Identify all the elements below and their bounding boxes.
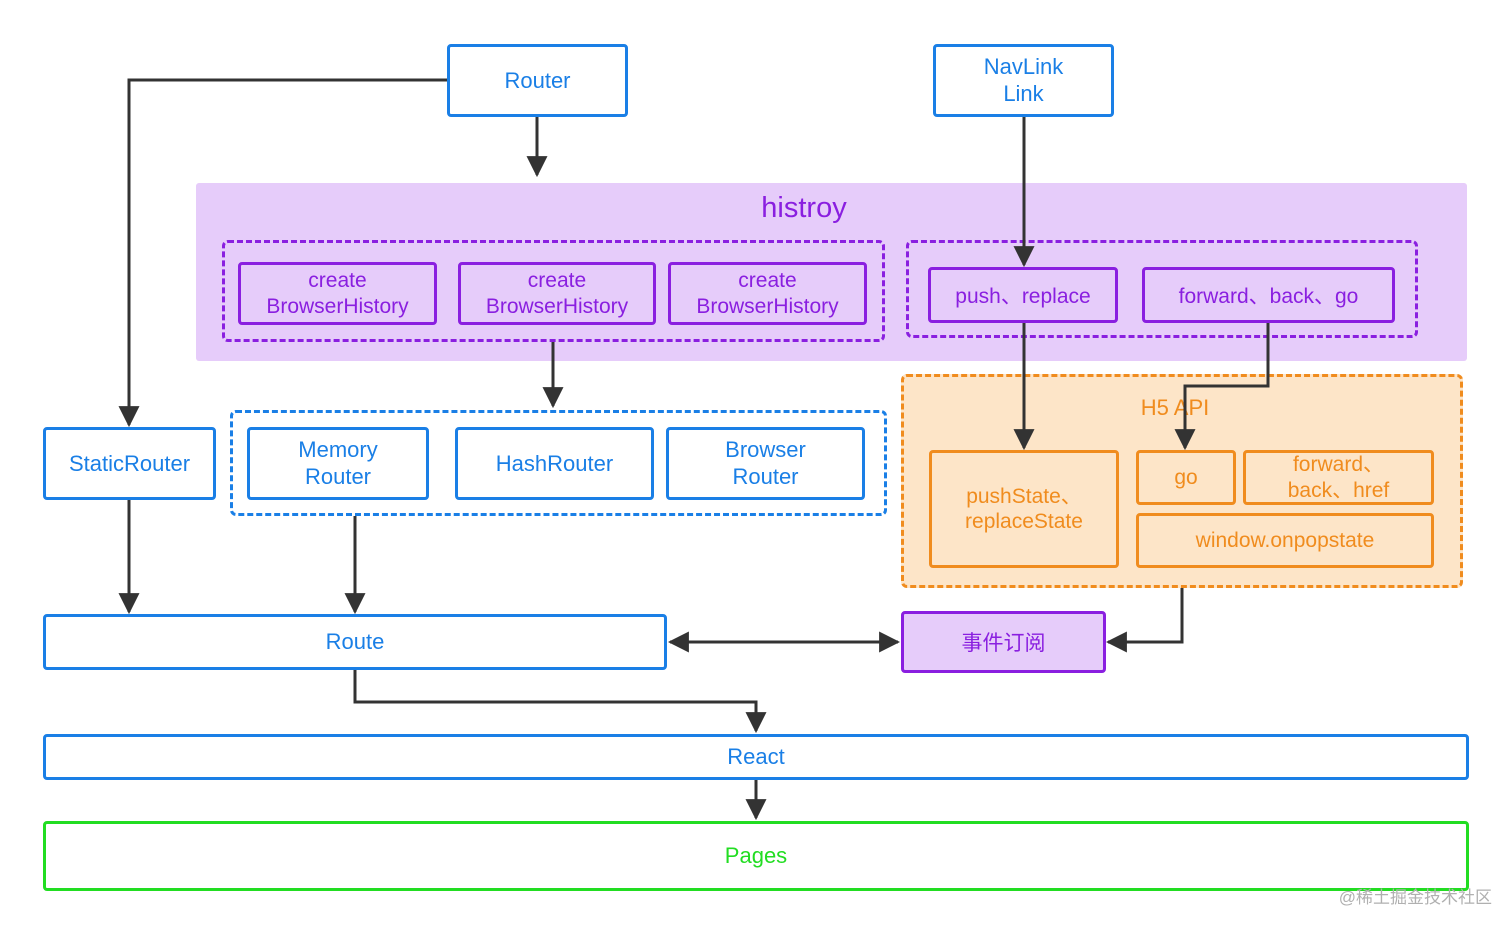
forward-back-go-node[interactable]: forward、back、go: [1142, 267, 1395, 323]
push-replace-node[interactable]: push、replace: [928, 267, 1118, 323]
arrow-forward-to-go: [1174, 323, 1270, 451]
event-subscribe-node[interactable]: 事件订阅: [901, 611, 1106, 673]
create-browser-history-1[interactable]: create BrowserHistory: [238, 262, 437, 325]
forward-back-href-node[interactable]: forward、 back、href: [1243, 450, 1434, 505]
window-onpopstate-node[interactable]: window.onpopstate: [1136, 513, 1434, 568]
histroy-title: histroy: [761, 192, 847, 224]
react-node[interactable]: React: [43, 734, 1469, 780]
history-methods-group: [906, 240, 1418, 338]
arrow-route-to-react: [353, 670, 767, 734]
push-state-node[interactable]: pushState、 replaceState: [929, 450, 1119, 568]
route-node[interactable]: Route: [43, 614, 667, 670]
memory-router-node[interactable]: Memory Router: [247, 427, 429, 500]
create-history-group: [222, 240, 885, 342]
go-node[interactable]: go: [1136, 450, 1236, 505]
create-browser-history-3[interactable]: create BrowserHistory: [668, 262, 867, 325]
browser-router-node[interactable]: Browser Router: [666, 427, 865, 500]
hash-router-node[interactable]: HashRouter: [455, 427, 654, 500]
pages-node[interactable]: Pages: [43, 821, 1469, 891]
watermark: @稀土掘金技术社区: [1338, 888, 1492, 907]
navlink-node[interactable]: NavLink Link: [933, 44, 1114, 117]
routers-group: [230, 410, 887, 516]
histroy-region: [196, 183, 1467, 361]
arrow-h5-to-event: [1105, 588, 1184, 653]
router-node[interactable]: Router: [447, 44, 628, 117]
h5-api-title: H5 API: [1140, 395, 1210, 420]
arrow-router-to-staticrouter: [118, 78, 447, 428]
create-browser-history-2[interactable]: create BrowserHistory: [458, 262, 656, 325]
static-router-node[interactable]: StaticRouter: [43, 427, 216, 500]
